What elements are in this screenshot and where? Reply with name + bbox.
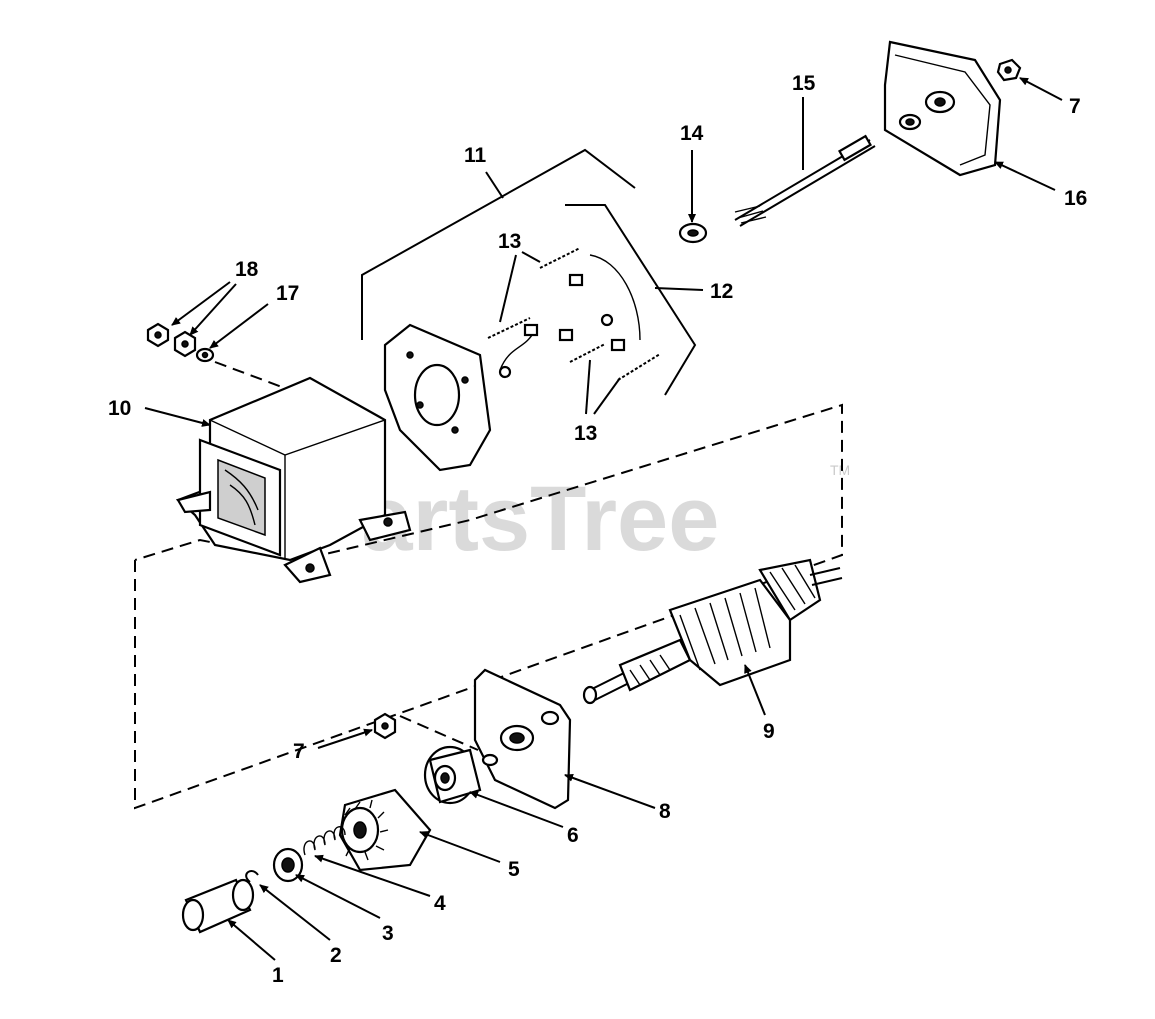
bracket-12 [565, 204, 697, 396]
callout-4: 4 [434, 892, 446, 915]
washer-part [678, 222, 708, 244]
callout-14: 14 [680, 122, 704, 145]
nut-top-part [996, 58, 1022, 82]
spring-part [303, 826, 346, 856]
drive-end-cap-part [473, 668, 572, 810]
through-bolt-part [734, 134, 876, 227]
collar-part [272, 847, 304, 883]
field-housing-part [175, 376, 412, 584]
nuts-part [146, 322, 215, 363]
callout-17: 17 [276, 282, 299, 305]
callout-7-upper: 7 [1069, 95, 1081, 118]
callout-6: 6 [567, 824, 579, 847]
callout-2: 2 [330, 944, 342, 967]
drive-hub-part [423, 745, 482, 805]
callout-9: 9 [763, 720, 775, 743]
callout-12: 12 [710, 280, 733, 303]
pinion-gear-part [338, 788, 432, 872]
brush-springs-part [487, 247, 661, 381]
brush-plate-part [383, 323, 492, 472]
callout-13-upper: 13 [498, 230, 521, 253]
callout-7-lower: 7 [293, 740, 305, 763]
armature-part [582, 558, 843, 705]
callout-8: 8 [659, 800, 671, 823]
callout-11: 11 [464, 144, 487, 167]
bracket-11 [361, 148, 636, 340]
assembly-guide-line-top [214, 361, 291, 391]
assembly-guide-line-nut [399, 715, 479, 751]
callout-16: 16 [1064, 187, 1087, 210]
callout-1: 1 [272, 964, 284, 987]
clip-part [245, 870, 259, 883]
nut-lower-part [373, 712, 397, 740]
callout-18: 18 [235, 258, 259, 281]
callout-15: 15 [792, 72, 816, 95]
leader-lines [144, 77, 1063, 961]
callout-3: 3 [382, 922, 394, 945]
callout-5: 5 [508, 858, 520, 881]
watermark-trademark: TM [830, 462, 850, 478]
callout-13-lower: 13 [574, 422, 597, 445]
end-cap-part [883, 40, 1002, 177]
cap-part [181, 878, 255, 934]
callout-10: 10 [108, 397, 131, 420]
